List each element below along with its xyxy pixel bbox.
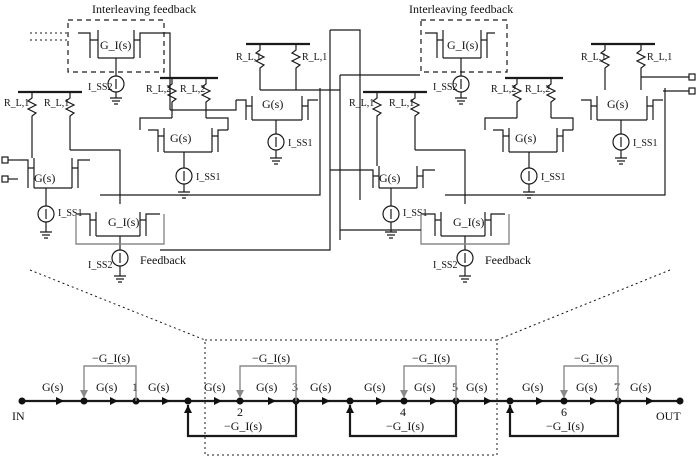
sfg-gain: G(s) [466, 380, 487, 394]
sfg-loop-bottom-3 [508, 401, 620, 438]
left-rl2-b: R_L,2 [180, 84, 205, 95]
sfg-node [346, 397, 354, 405]
left-second-iss1: I_SS1 [196, 172, 220, 183]
right-rl2-b: R_L,2 [525, 84, 550, 95]
sfg-node [184, 397, 192, 405]
zoom-line-right [496, 269, 671, 341]
sfg-loop-bottom-label-1: −G_I(s) [224, 419, 262, 433]
sfg-out-label: OUT [656, 409, 681, 423]
sfg-loop-bottom-label-3: −G_I(s) [546, 419, 584, 433]
left-rl2-a: R_L,2 [146, 84, 171, 95]
right-first-stage: G(s) [379, 171, 400, 185]
sfg-gain: G(s) [576, 380, 597, 394]
left-third-stage: G(s) [262, 97, 283, 111]
sfg-loop-top-2 [239, 365, 297, 401]
left-rl1-c: R_L,1 [236, 52, 261, 63]
right-third-stage: G(s) [607, 97, 628, 111]
sfg-node-label-6: 6 [561, 405, 567, 419]
sfg-node-6 [560, 397, 568, 405]
right-feedback-block: G_I(s) [453, 215, 484, 229]
crosslink-1 [330, 29, 361, 200]
right-feedback-label: Feedback [485, 253, 531, 267]
sfg-gain: G(s) [414, 380, 435, 394]
sfg-gain: G(s) [630, 380, 651, 394]
sfg-gain: G(s) [310, 380, 331, 394]
signal-flow-graph: IN OUT G(s) G(s) G(s) G(s) G(s) [12, 351, 684, 438]
left-top-block: G_I(s) [100, 38, 131, 52]
sfg-node-label-1: 1 [132, 380, 138, 394]
left-feedback-iss2: I_SS2 [88, 260, 112, 271]
sfg-gain: G(s) [42, 380, 63, 394]
sfg-gain: G(s) [148, 380, 169, 394]
sfg-in-label: IN [12, 409, 25, 423]
sfg-loop-bottom-label-2: −G_I(s) [386, 419, 424, 433]
sfg-node-label-7: 7 [614, 380, 620, 394]
sfg-node-4 [400, 397, 408, 405]
left-feedback-block: G_I(s) [108, 215, 139, 229]
left-rl1-b: R_L,1 [44, 98, 69, 109]
sfg-loop-top-3 [403, 365, 457, 401]
right-rl1-a: R_L,1 [349, 98, 374, 109]
sfg-node-2 [236, 397, 244, 405]
sfg-node-out [676, 397, 684, 405]
right-first-iss1: I_SS1 [403, 208, 427, 219]
right-feedback-iss2: I_SS2 [433, 260, 457, 271]
sfg-gain: G(s) [522, 380, 543, 394]
zoom-box [204, 339, 498, 456]
right-interleave-box [420, 19, 508, 73]
sfg-loop-top-4 [563, 365, 619, 401]
right-rl1-c: R_L,1 [581, 52, 606, 63]
sfg-node-label-3: 3 [292, 380, 298, 394]
sfg-loop-top-label-3: −G_I(s) [412, 351, 450, 365]
sfg-node-in [18, 397, 26, 405]
sfg-node-label-4: 4 [400, 405, 406, 419]
sfg-node-label-2: 2 [237, 405, 243, 419]
right-top-block: G_I(s) [447, 38, 478, 52]
sfg-gain: G(s) [364, 380, 385, 394]
left-first-iss1: I_SS1 [58, 208, 82, 219]
sfg-node-label-5: 5 [452, 380, 458, 394]
sfg-loop-top-label-1: −G_I(s) [92, 351, 130, 365]
sfg-loop-top-label-4: −G_I(s) [574, 351, 612, 365]
left-feedback-label: Feedback [140, 253, 186, 267]
right-rl2-a: R_L,2 [491, 84, 516, 95]
right-rl1-d: R_L,1 [647, 52, 672, 63]
sfg-loop-top-label-2: −G_I(s) [252, 351, 290, 365]
zoom-line-left [29, 269, 206, 341]
sfg-loop-bottom-2 [348, 401, 458, 438]
left-top-iss2: I_SS2 [88, 82, 112, 93]
left-top-label: Interleaving feedback [92, 2, 196, 16]
right-rl1-b: R_L,1 [389, 98, 414, 109]
sfg-loop-top-1 [83, 365, 137, 401]
right-circuit: Interleaving feedback G_I(s) I_SS2 R_L,2… [330, 2, 696, 283]
left-rl1-d: R_L,1 [302, 52, 327, 63]
sfg-gain: G(s) [256, 380, 277, 394]
left-circuit: Interleaving feedback G_I(s) I_SS2 R_L,2… [1, 2, 341, 283]
left-interleave-box [67, 19, 165, 73]
right-third-iss1: I_SS1 [633, 138, 657, 149]
left-third-iss1: I_SS1 [288, 138, 312, 149]
right-second-stage: G(s) [515, 131, 536, 145]
sfg-node [80, 397, 88, 405]
sfg-gain: G(s) [204, 380, 225, 394]
left-second-stage: G(s) [170, 131, 191, 145]
left-rl1-a: R_L,1 [4, 98, 29, 109]
sfg-gain: G(s) [96, 380, 117, 394]
right-second-iss1: I_SS1 [541, 172, 565, 183]
sfg-node [506, 397, 514, 405]
right-top-label: Interleaving feedback [409, 2, 513, 16]
right-top-iss2: I_SS2 [433, 82, 457, 93]
sfg-loop-bottom-1 [186, 401, 298, 438]
left-first-stage: G(s) [34, 171, 55, 185]
